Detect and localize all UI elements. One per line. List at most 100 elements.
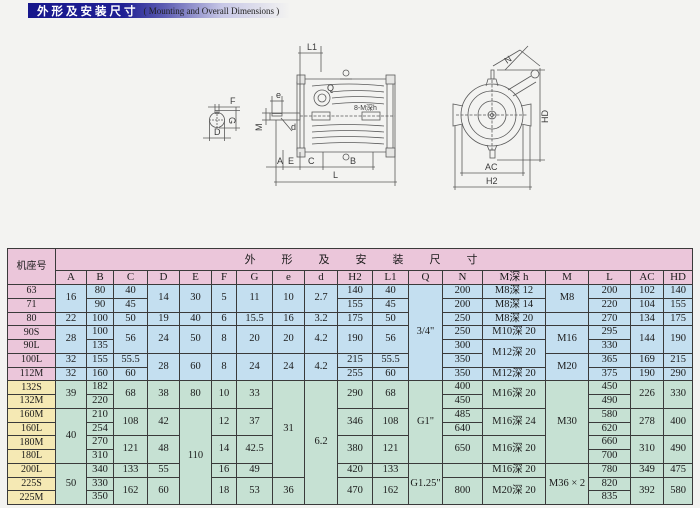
- dimension-cell: 300: [442, 339, 483, 354]
- dimension-cell: 24: [272, 352, 305, 382]
- dimension-cell: 3.2: [304, 311, 338, 327]
- dimension-cell: M8深 20: [482, 311, 546, 327]
- dimension-cell: 108: [372, 407, 409, 437]
- dimension-cell: 490: [662, 435, 694, 464]
- label-f: F: [230, 96, 236, 106]
- dimension-cell: 22: [55, 311, 87, 327]
- dimension-cell: 42.5: [236, 435, 273, 464]
- dimension-cell: 36: [272, 476, 305, 505]
- dimension-cell: 175: [337, 311, 373, 327]
- dimension-cell: 49: [236, 462, 273, 478]
- dimension-cell: 330: [662, 380, 694, 409]
- dimension-cell: 450: [588, 380, 631, 395]
- dimension-cell: 38: [147, 380, 180, 409]
- dimension-cell: 45: [113, 297, 148, 313]
- column-header: F: [211, 270, 237, 285]
- dimension-cell: 400: [442, 380, 483, 395]
- label-e-upper: E: [288, 156, 294, 166]
- label-hd: HD: [540, 110, 550, 123]
- dimension-cell: 780: [588, 462, 631, 478]
- dimension-cell: 5: [211, 284, 237, 313]
- model-cell: 63: [7, 284, 56, 299]
- column-header: e: [272, 270, 305, 285]
- label-d: d: [291, 122, 296, 132]
- label-ac: AC: [485, 162, 498, 172]
- dimension-cell: 20: [272, 325, 305, 354]
- dimension-cell: M16深 20: [482, 462, 546, 478]
- dimension-cell: 700: [588, 449, 631, 464]
- dimension-cell: 380: [337, 435, 373, 464]
- column-header: A: [55, 270, 87, 285]
- dimension-cell: [545, 311, 589, 327]
- model-cell: 90L: [7, 339, 56, 354]
- dimension-cell: 640: [442, 421, 483, 437]
- dimension-cell: 80: [86, 284, 114, 299]
- dimension-cell: 8: [211, 352, 237, 382]
- dimension-cell: 155: [337, 297, 373, 313]
- column-header: N: [442, 270, 483, 285]
- dimension-cell: 4.2: [304, 325, 338, 354]
- dimension-cell: 16: [272, 311, 305, 327]
- dimension-cell: 310: [630, 435, 664, 464]
- dimension-cell: 50: [113, 311, 148, 327]
- label-c: C: [308, 156, 315, 166]
- dimension-cell: 80: [179, 380, 212, 409]
- dimension-cell: 2.7: [304, 284, 338, 313]
- column-header: Q: [408, 270, 443, 285]
- label-d-upper: D: [214, 127, 221, 137]
- dimension-cell: 349: [630, 462, 664, 478]
- dimension-cell: M16深 20: [482, 380, 546, 409]
- model-cell: 225S: [7, 476, 56, 492]
- dimension-cell: 16: [55, 284, 87, 313]
- model-cell: 112M: [7, 366, 56, 382]
- dimension-cell: 100: [86, 311, 114, 327]
- dimension-cell: 310: [86, 449, 114, 464]
- dimension-cell: 3/4": [408, 283, 443, 382]
- dimension-cell: 290: [337, 380, 373, 409]
- label-m: M: [254, 124, 264, 132]
- column-header: B: [86, 270, 114, 285]
- dimension-cell: 160: [86, 366, 114, 382]
- dimension-cell: M36 × 2: [545, 462, 589, 506]
- dimension-cell: 580: [662, 476, 694, 505]
- dimension-cell: 102: [630, 284, 664, 299]
- model-cell: 71: [7, 297, 56, 313]
- column-header: AC: [630, 270, 664, 285]
- end-view-drawing: HD N AC H2: [452, 45, 550, 190]
- dimension-cell: 392: [630, 476, 664, 505]
- dimension-cell: 226: [630, 380, 664, 409]
- dimension-cell: 121: [372, 435, 409, 464]
- dimension-cell: 220: [86, 394, 114, 409]
- dimension-cell: 650: [442, 435, 483, 464]
- dimension-cell: 45: [372, 297, 409, 313]
- dimension-cell: 820: [588, 476, 631, 492]
- dimension-cell: 60: [113, 366, 148, 382]
- dimension-cell: 18: [211, 476, 237, 505]
- dimension-cell: 475: [662, 462, 694, 478]
- dimension-cell: 200: [588, 284, 631, 299]
- dimension-drawings: F G D L1: [203, 42, 550, 190]
- dimension-cell: 56: [372, 325, 409, 354]
- label-n: N: [502, 54, 513, 66]
- dimension-cell: M20: [545, 352, 589, 382]
- dimension-cell: G1.25": [408, 462, 443, 506]
- dimension-cell: 10: [272, 284, 305, 313]
- dimension-cell: 12: [211, 407, 237, 437]
- dimension-cell: 133: [113, 462, 148, 478]
- dimension-cell: 104: [630, 297, 664, 313]
- dimension-cell: 121: [113, 435, 148, 464]
- dimension-cell: 270: [588, 311, 631, 327]
- dimension-cell: 134: [630, 311, 664, 327]
- dimensions-table: 机座号 外形及安装尺寸 A B C D E F G e d H2 L1 Q N …: [7, 248, 694, 506]
- dimension-cell: 175: [662, 311, 694, 327]
- dimension-cell: 330: [86, 476, 114, 492]
- dimension-cell: 169: [630, 352, 664, 368]
- dimension-cell: 375: [588, 366, 631, 382]
- dimension-cell: 450: [442, 394, 483, 409]
